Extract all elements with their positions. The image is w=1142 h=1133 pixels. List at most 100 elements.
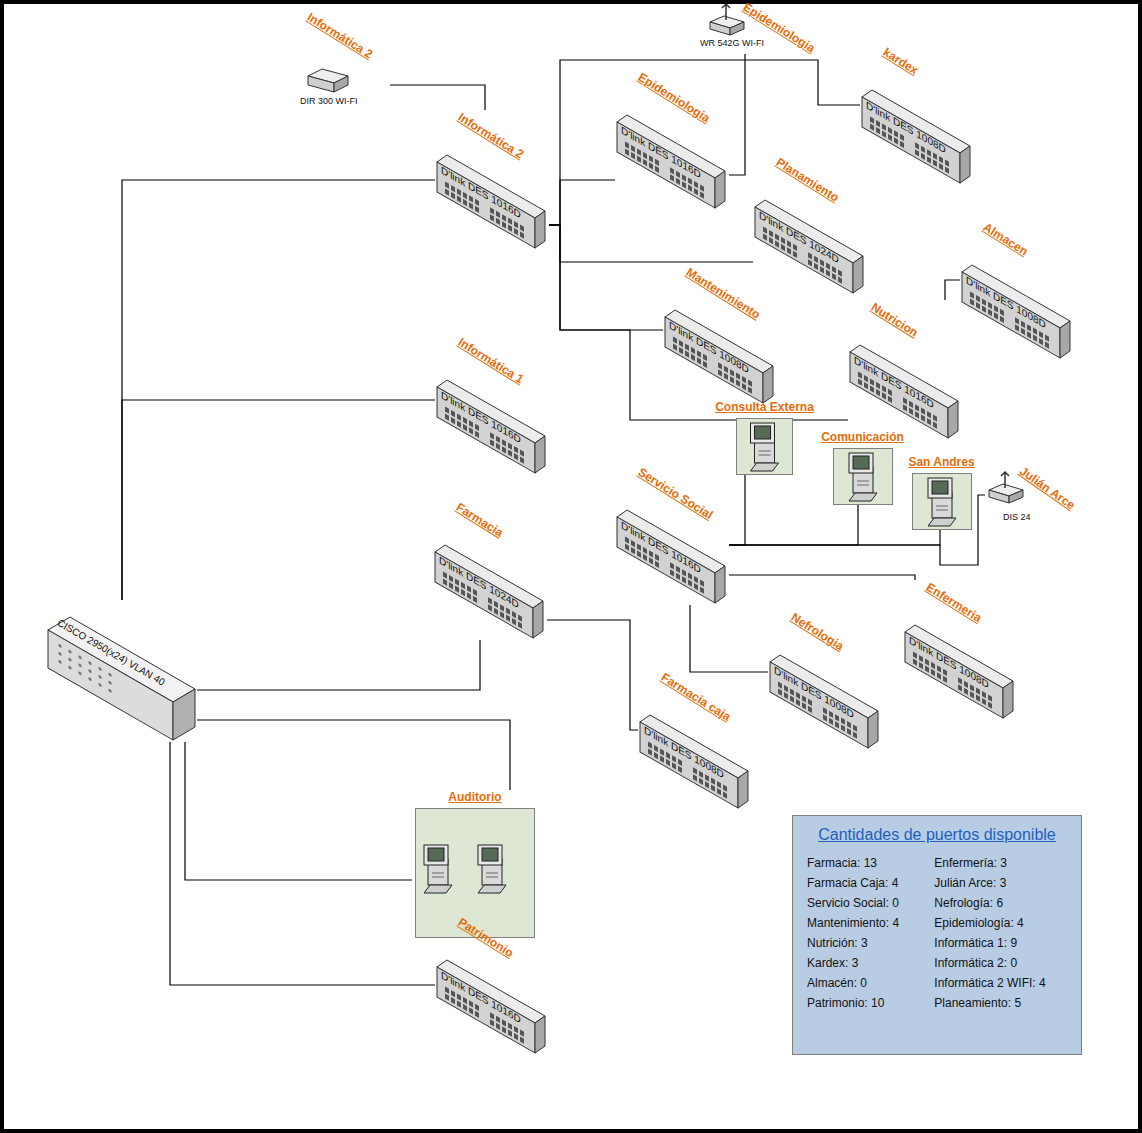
- node-heading: Auditorio: [412, 790, 538, 805]
- port-symbol: [502, 214, 506, 221]
- network-cable: [945, 280, 960, 300]
- port-symbol: [933, 414, 937, 421]
- port-symbol: [838, 269, 842, 276]
- port-symbol: [1027, 331, 1031, 338]
- port-symbol: [445, 987, 449, 994]
- port-symbol: [457, 188, 461, 195]
- port-symbol: [691, 354, 695, 361]
- port-symbol: [787, 247, 791, 254]
- port-symbol: [927, 411, 931, 418]
- port-symbol: [1015, 317, 1019, 324]
- port-symbol: [976, 302, 980, 309]
- port-symbol: [451, 192, 455, 199]
- port-symbol: [496, 436, 500, 443]
- port-symbol: [931, 662, 935, 669]
- port-symbol: [858, 379, 862, 386]
- port-symbol: [937, 672, 941, 679]
- port-symbol: [919, 662, 923, 669]
- port-symbol: [682, 181, 686, 188]
- port-symbol: [943, 669, 947, 676]
- port-symbol: [672, 755, 676, 762]
- port-dot: [88, 669, 91, 674]
- port-symbol: [637, 543, 641, 550]
- port-symbol: [496, 1016, 500, 1023]
- network-cable: [170, 742, 435, 985]
- node-heading: Informática 1: [456, 335, 527, 386]
- port-symbol: [970, 299, 974, 306]
- port-symbol: [723, 791, 727, 798]
- port-symbol: [666, 752, 670, 759]
- port-symbol: [781, 244, 785, 251]
- port-symbol: [502, 439, 506, 446]
- port-symbol: [473, 589, 477, 596]
- port-symbol: [988, 701, 992, 708]
- port-symbol: [763, 234, 767, 241]
- port-symbol: [670, 167, 674, 174]
- port-symbol: [676, 178, 680, 185]
- port-symbol: [502, 1019, 506, 1026]
- port-symbol: [988, 694, 992, 701]
- port-symbol: [793, 244, 797, 251]
- port-symbol: [625, 544, 629, 551]
- port-symbol: [802, 695, 806, 702]
- node-heading: Mantenimiento: [684, 265, 763, 322]
- port-symbol: [769, 230, 773, 237]
- port-symbol: [643, 159, 647, 166]
- node-heading: Nefrologia: [789, 610, 847, 653]
- node-picture: [416, 809, 534, 937]
- port-symbol: [982, 305, 986, 312]
- switch-node: PatrimonioD'link DES 1016D: [435, 915, 549, 1055]
- port-symbol: [703, 354, 707, 361]
- port-symbol: [882, 130, 886, 137]
- port-symbol: [445, 407, 449, 414]
- port-symbol: [964, 688, 968, 695]
- port-symbol: [500, 611, 504, 618]
- port-symbol: [915, 149, 919, 156]
- port-symbol: [475, 199, 479, 206]
- port-symbol: [648, 749, 652, 756]
- port-symbol: [937, 665, 941, 672]
- port-symbol: [976, 295, 980, 302]
- port-symbol: [451, 185, 455, 192]
- table-cell: Enfermería: 3: [934, 856, 1067, 871]
- table-cell: Kardex: 3: [807, 956, 920, 971]
- network-cable: [690, 605, 768, 672]
- port-symbol: [994, 312, 998, 319]
- port-symbol: [655, 561, 659, 568]
- port-symbol: [724, 366, 728, 373]
- port-symbol: [699, 771, 703, 778]
- port-symbol: [649, 550, 653, 557]
- port-symbol: [475, 1011, 479, 1018]
- port-symbol: [814, 256, 818, 263]
- port-symbol: [841, 718, 845, 725]
- port-symbol: [888, 389, 892, 396]
- port-symbol: [502, 446, 506, 453]
- switch-node: AlmacenD'link DES 1008D: [960, 220, 1074, 360]
- port-symbol: [903, 397, 907, 404]
- port-symbol: [649, 155, 653, 162]
- node-heading: Farmacia: [454, 500, 506, 540]
- network-cable: [197, 640, 480, 690]
- node-heading: Servicio Social: [636, 465, 716, 522]
- port-symbol: [841, 725, 845, 732]
- port-symbol: [808, 706, 812, 713]
- port-symbol: [625, 149, 629, 156]
- port-symbol: [514, 1026, 518, 1033]
- port-dot: [98, 674, 101, 679]
- port-symbol: [443, 572, 447, 579]
- port-symbol: [457, 1000, 461, 1007]
- port-symbol: [988, 302, 992, 309]
- port-symbol: [994, 305, 998, 312]
- port-symbol: [838, 276, 842, 283]
- port-symbol: [520, 1036, 524, 1043]
- port-symbol: [676, 171, 680, 178]
- port-symbol: [463, 424, 467, 431]
- port-symbol: [467, 585, 471, 592]
- port-symbol: [864, 382, 868, 389]
- port-symbol: [691, 347, 695, 354]
- node-picture: [834, 449, 892, 504]
- port-symbol: [921, 408, 925, 415]
- port-symbol: [654, 745, 658, 752]
- port-symbol: [520, 1029, 524, 1036]
- port-symbol: [488, 597, 492, 604]
